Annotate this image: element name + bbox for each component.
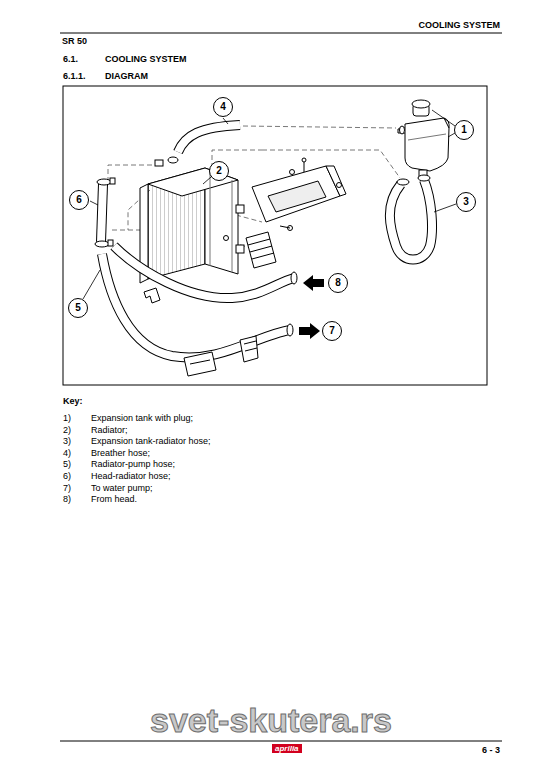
watermark: svet-skutera.rs	[146, 703, 396, 737]
key-text: Head-radiator hose;	[91, 471, 171, 481]
callout-circle: 8	[328, 273, 348, 293]
key-number: 8)	[63, 494, 71, 504]
key-text: To water pump;	[91, 483, 153, 493]
model-name: SR 50	[62, 36, 87, 46]
callout-number: 2	[216, 166, 222, 176]
key-text: Radiator;	[91, 425, 128, 435]
subsection-title: DIAGRAM	[105, 71, 148, 81]
key-number: 2)	[63, 425, 71, 435]
callout-number: 5	[75, 303, 81, 313]
callout-circle: 2	[209, 161, 229, 181]
key-number: 7)	[63, 483, 71, 493]
running-header: COOLING SYSTEM	[418, 20, 500, 30]
callout-circle: 1	[454, 120, 474, 140]
key-number: 5)	[63, 459, 71, 469]
key-number: 1)	[63, 413, 71, 423]
key-text: Expansion tank with plug;	[91, 413, 193, 423]
subsection-number: 6.1.1.	[63, 71, 86, 81]
key-text: From head.	[91, 494, 137, 504]
key-text: Expansion tank-radiator hose;	[91, 436, 211, 446]
callout-circle: 3	[456, 192, 476, 212]
callout-number: 8	[335, 278, 341, 288]
key-number: 6)	[63, 471, 71, 481]
key-heading: Key:	[63, 396, 83, 406]
page-number: 6 - 3	[482, 745, 500, 755]
key-number: 3)	[63, 436, 71, 446]
callout-number: 4	[220, 102, 226, 112]
callout-number: 6	[76, 195, 82, 205]
callout-circle: 7	[322, 321, 342, 341]
callout-circle: 4	[213, 97, 233, 117]
callout-number: 7	[329, 326, 335, 336]
section-title: COOLING SYSTEM	[105, 54, 187, 64]
callout-circle: 6	[69, 190, 89, 210]
key-text: Radiator-pump hose;	[91, 459, 175, 469]
callout-circle: 5	[68, 298, 88, 318]
key-text: Breather hose;	[91, 448, 150, 458]
section-number: 6.1.	[63, 54, 78, 64]
brand-logo: aprilia	[272, 744, 302, 753]
callout-number: 3	[463, 197, 469, 207]
key-number: 4)	[63, 448, 71, 458]
callout-number: 1	[461, 125, 467, 135]
